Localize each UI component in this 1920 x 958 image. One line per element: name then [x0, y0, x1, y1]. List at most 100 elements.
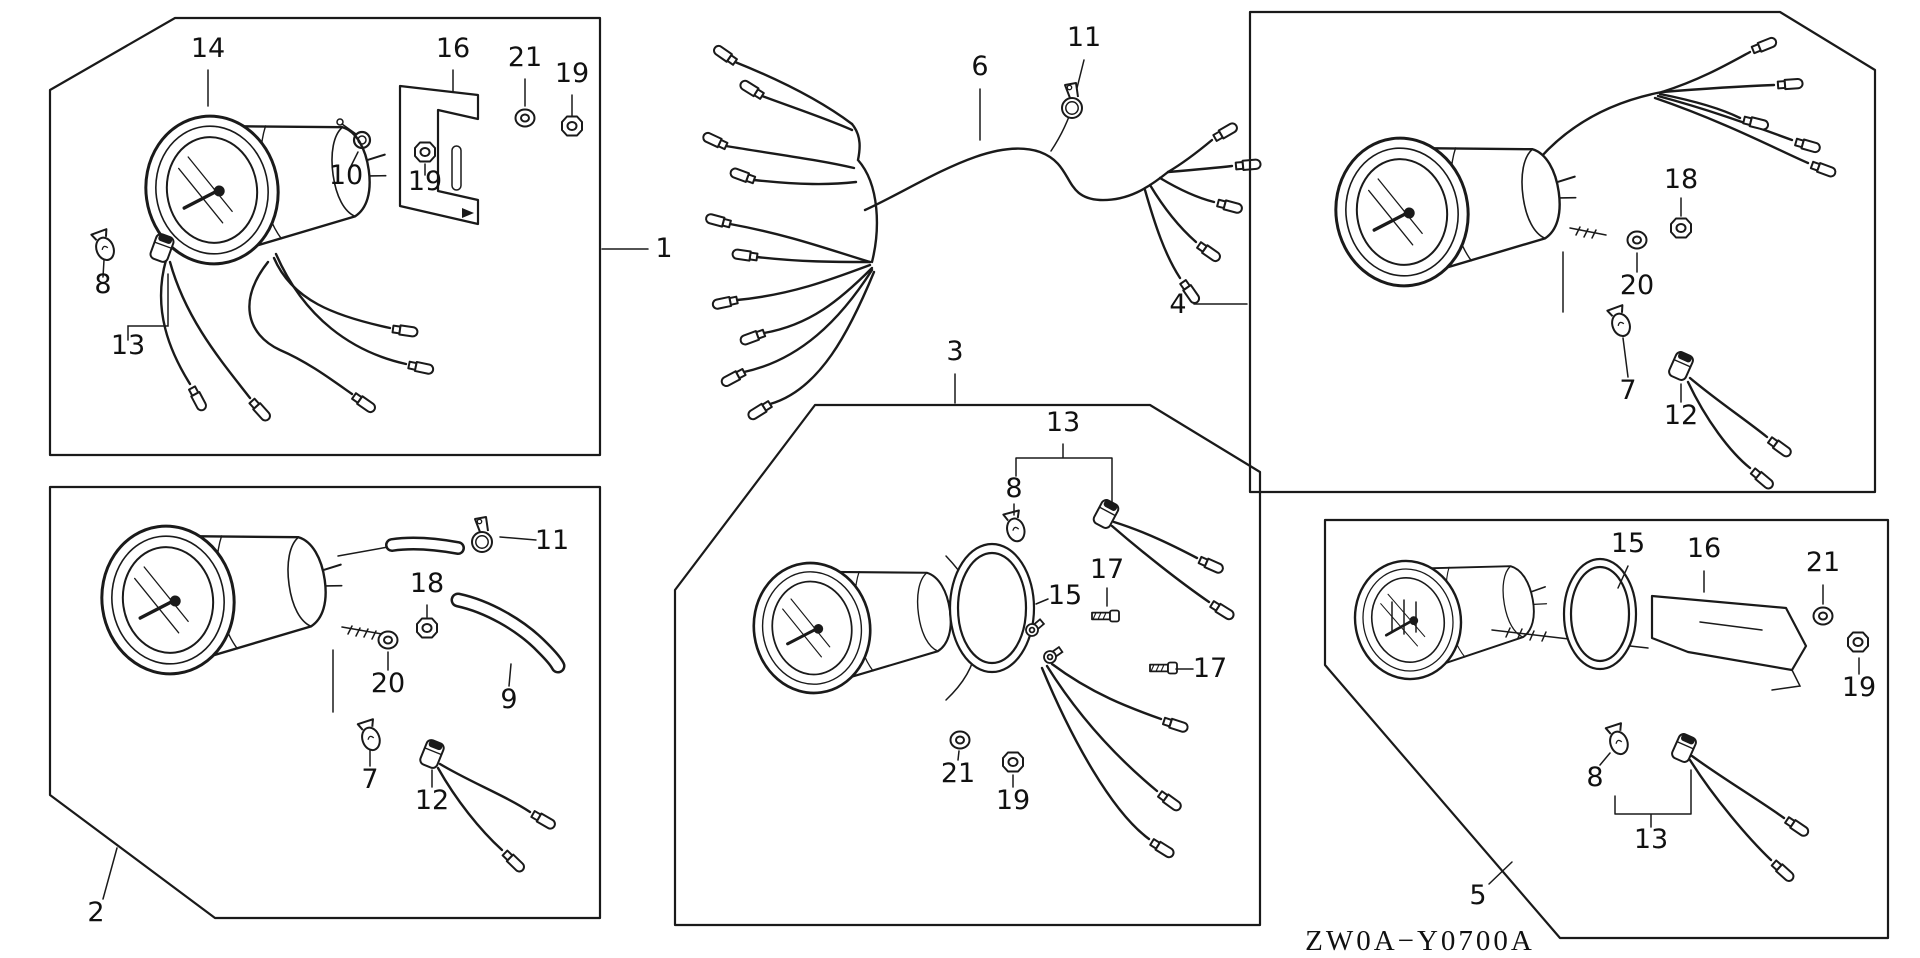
mounting-screw — [1091, 609, 1120, 623]
drawing-code: ZW0A−Y0700A — [1305, 925, 1535, 957]
hose-clamp — [471, 516, 493, 553]
short-hose — [385, 536, 465, 555]
callout-18: 18 — [410, 568, 444, 599]
panel-4-meter-assembly: 4 18 20 7 12 — [1169, 10, 1877, 494]
mounting-screw — [1149, 661, 1178, 675]
callout-11: 11 — [535, 525, 569, 556]
callout-16: 16 — [1687, 533, 1721, 564]
callout-12: 12 — [415, 785, 449, 816]
hex-nut — [1847, 631, 1869, 653]
callout-8: 8 — [94, 269, 111, 300]
panel-3-meter-assembly: 3 13 8 15 17 17 21 19 — [673, 336, 1262, 927]
washer — [949, 730, 971, 750]
harness-callouts: 6 11 — [971, 22, 1101, 141]
panel-3-callouts: 3 13 8 15 17 17 21 19 — [941, 336, 1227, 816]
meter-bulb — [1001, 509, 1028, 545]
callout-10: 10 — [329, 160, 363, 191]
hex-nut — [1002, 751, 1024, 773]
panel-3-wires — [1040, 520, 1237, 860]
callout-19: 19 — [408, 166, 442, 197]
bulb-socket — [1666, 349, 1696, 383]
callout-15: 15 — [1611, 528, 1645, 559]
callout-13: 13 — [1046, 407, 1080, 438]
panel-5-callouts: 15 16 21 19 8 13 5 — [1469, 528, 1876, 911]
callout-11: 11 — [1067, 22, 1101, 53]
callout-7: 7 — [361, 764, 378, 795]
callout-19: 19 — [1842, 672, 1876, 703]
callout-17: 17 — [1090, 554, 1124, 585]
meter-bracket — [1650, 594, 1808, 691]
callout-8: 8 — [1586, 762, 1603, 793]
callout-21: 21 — [508, 42, 542, 73]
tachometer-gauge — [743, 540, 976, 703]
callout-14: 14 — [191, 33, 225, 64]
wire-harness: 6 11 — [700, 22, 1262, 422]
harness-terminals — [700, 43, 1262, 422]
callout-21: 21 — [1806, 547, 1840, 578]
callout-15: 15 — [1048, 580, 1082, 611]
callout-17: 17 — [1193, 653, 1227, 684]
meter-bulb — [356, 718, 384, 754]
panel-2-border — [48, 485, 602, 920]
bulb-socket — [1669, 731, 1699, 765]
speedometer-gauge — [90, 500, 355, 685]
washer — [377, 630, 399, 650]
meter-bracket — [398, 84, 480, 226]
panel-number-3: 3 — [946, 336, 963, 367]
bullet-connector — [407, 359, 436, 376]
panel-5-border — [1323, 518, 1890, 940]
panel-5-meter-assembly: 15 16 21 19 8 13 5 — [1323, 518, 1890, 940]
pitot-hose — [450, 592, 566, 674]
callout-20: 20 — [371, 668, 405, 699]
meter-bulb — [1604, 722, 1632, 758]
panel-4-border — [1248, 10, 1877, 494]
panel-number-4: 4 — [1169, 289, 1186, 320]
panel-5-wires — [1688, 754, 1811, 884]
hex-nut — [561, 115, 583, 137]
threaded-stud — [1569, 226, 1607, 239]
panel-1-callouts: 14 16 21 19 10 19 8 13 1 — [94, 33, 672, 361]
panel-1-border — [48, 16, 602, 457]
hex-nut — [416, 617, 438, 639]
washer — [1626, 230, 1648, 250]
callout-21: 21 — [941, 758, 975, 789]
callout-16: 16 — [436, 33, 470, 64]
panel-1-meter-assembly: 14 16 21 19 10 19 8 13 1 — [48, 16, 673, 457]
panel-2-wires — [436, 762, 558, 875]
callout-6: 6 — [971, 51, 988, 82]
callout-19: 19 — [996, 785, 1030, 816]
callout-7: 7 — [1619, 375, 1636, 406]
panel-1-wires — [159, 252, 436, 424]
threaded-stud — [341, 625, 383, 640]
harness-wires — [724, 60, 1234, 406]
panel-3-border — [673, 403, 1262, 927]
panel-number-5: 5 — [1469, 880, 1486, 911]
panel-4-callouts: 4 18 20 7 12 — [1169, 164, 1698, 431]
bullet-connector — [391, 323, 420, 338]
callout-9: 9 — [500, 684, 517, 715]
bezel-ring — [948, 542, 1036, 674]
harness-clamp — [1061, 82, 1083, 119]
washer — [514, 108, 536, 128]
wire-clip — [336, 118, 372, 150]
callout-12: 12 — [1664, 400, 1698, 431]
callout-20: 20 — [1620, 270, 1654, 301]
callout-19: 19 — [555, 58, 589, 89]
bullet-connector — [247, 396, 273, 424]
bullet-connector — [500, 848, 527, 875]
bulb-socket — [148, 231, 176, 265]
clamp-tail — [1050, 113, 1071, 152]
panel-2-meter-assembly: 11 18 20 9 7 12 2 — [48, 485, 602, 928]
callout-18: 18 — [1664, 164, 1698, 195]
hose-connector-line — [337, 546, 389, 557]
bullet-connector — [529, 809, 558, 832]
bulb-socket — [1090, 497, 1122, 531]
bezel-ring — [1562, 557, 1638, 671]
meter-bulb — [89, 227, 118, 264]
callout-8: 8 — [1005, 473, 1022, 504]
washer — [1812, 606, 1834, 626]
fuel-level-gauge — [1344, 535, 1559, 689]
panel-2-callouts: 11 18 20 9 7 12 2 — [87, 525, 569, 928]
